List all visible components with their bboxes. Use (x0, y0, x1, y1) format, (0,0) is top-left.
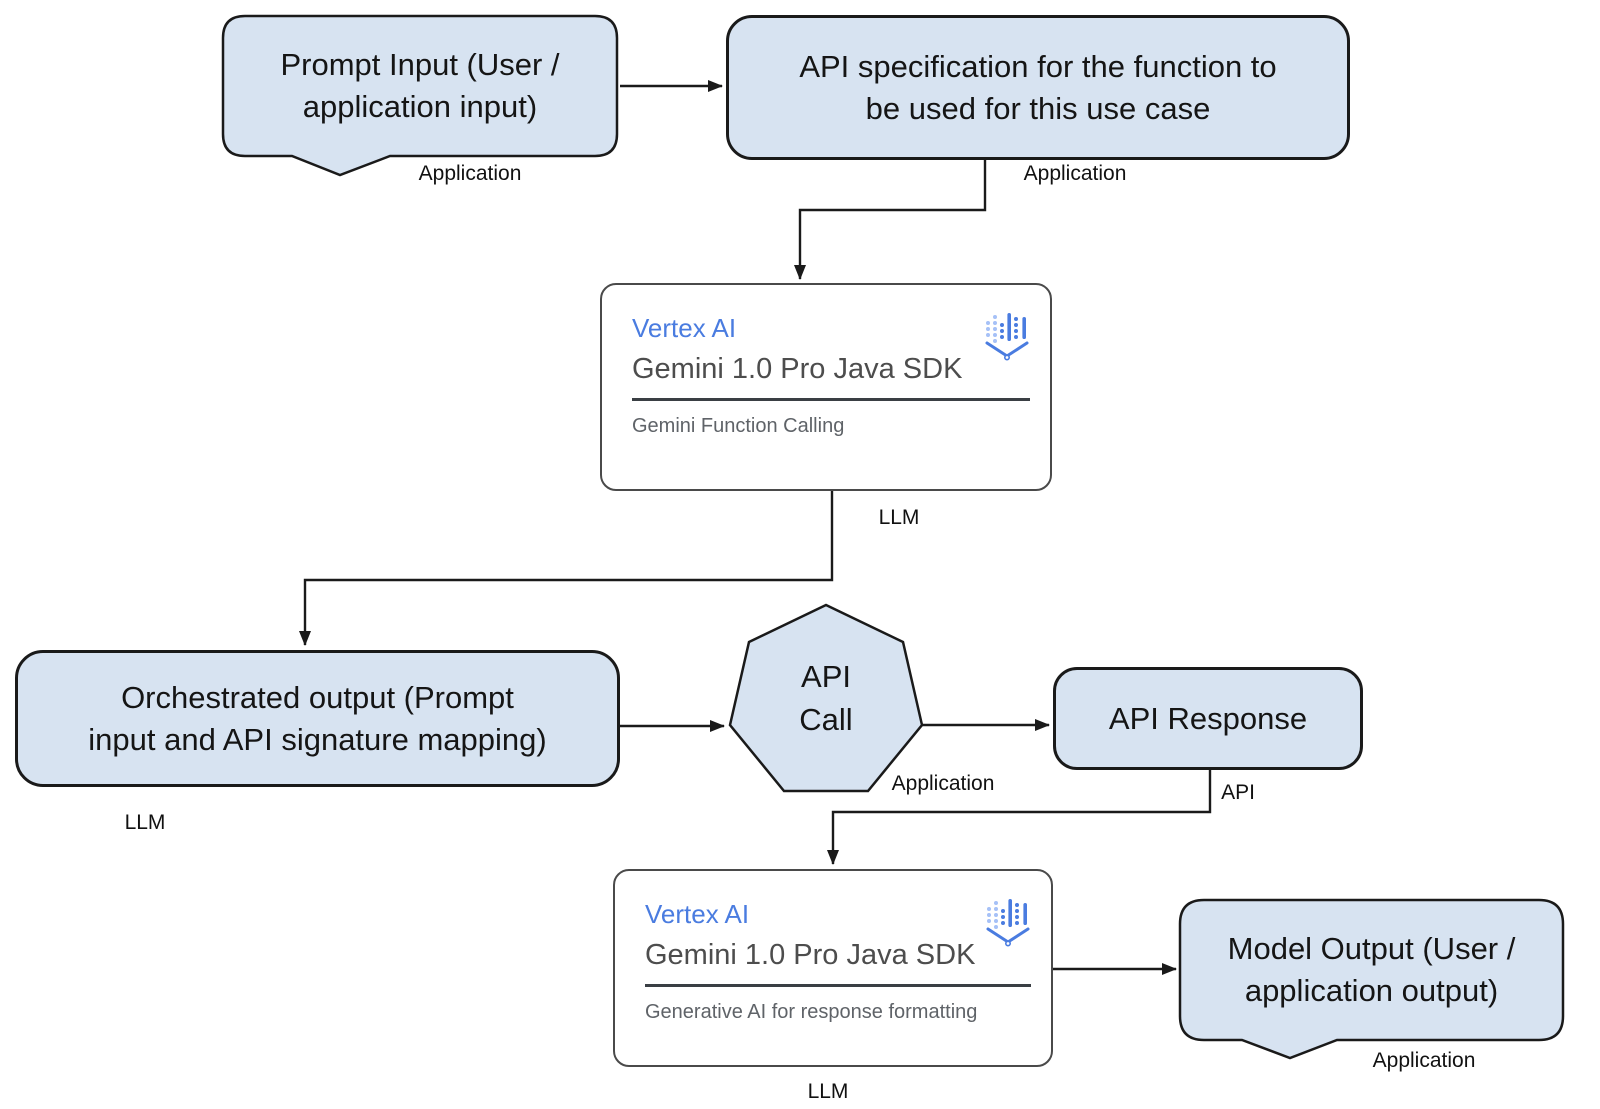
node-api-specification: API specification for the function to be… (726, 15, 1350, 160)
tag-llm-response-formatting: LLM (807, 1080, 849, 1103)
connector-api-spec-to-llm (794, 160, 987, 280)
card-divider (645, 984, 1031, 987)
card-caption: Generative AI for response formatting (645, 1001, 978, 1023)
tag-llm-function-calling: LLM (878, 506, 920, 529)
node-orchestrated-output-text: Orchestrated output (Prompt input and AP… (88, 679, 547, 757)
connector-api-response-to-llm2 (827, 770, 1212, 865)
connector-llm-to-orchestrated (299, 491, 834, 646)
api-call-heptagon-shape (728, 603, 924, 793)
vertex-ai-card-function-calling: Vertex AI Gemini 1.0 Pro Java SDK (600, 283, 1052, 491)
tag-application-api-call: Application (891, 772, 995, 795)
prompt-input-shape (221, 14, 619, 177)
model-output-shape (1178, 898, 1565, 1060)
gemini-sdk-label: Gemini 1.0 Pro Java SDK (632, 353, 963, 385)
vertex-ai-label: Vertex AI (645, 899, 750, 929)
node-api-call-text: API Call (799, 659, 853, 737)
card-caption: Gemini Function Calling (632, 415, 845, 437)
node-model-output-text: Model Output (User / application output) (1227, 931, 1516, 1008)
node-api-response-text: API Response (1108, 700, 1308, 736)
vertex-ai-icon (985, 313, 1029, 361)
tag-llm-orchestrated: LLM (124, 811, 166, 834)
card-divider (632, 398, 1030, 401)
vertex-ai-icon (986, 899, 1030, 947)
vertex-ai-card-response-formatting: Vertex AI Gemini 1.0 Pro Java SDK (613, 869, 1053, 1067)
tag-api-response: API (1221, 781, 1255, 804)
tag-application-prompt-input: Application (418, 162, 522, 185)
node-api-specification-text: API specification for the function to be… (799, 48, 1277, 126)
tag-application-api-spec: Application (1023, 162, 1127, 185)
vertex-ai-label: Vertex AI (632, 313, 737, 343)
tag-application-model-output: Application (1372, 1049, 1476, 1072)
node-api-response: API Response (1053, 667, 1363, 770)
node-orchestrated-output: Orchestrated output (Prompt input and AP… (15, 650, 620, 787)
node-prompt-input-text: Prompt Input (User / application input) (280, 47, 560, 124)
gemini-sdk-label: Gemini 1.0 Pro Java SDK (645, 939, 976, 971)
